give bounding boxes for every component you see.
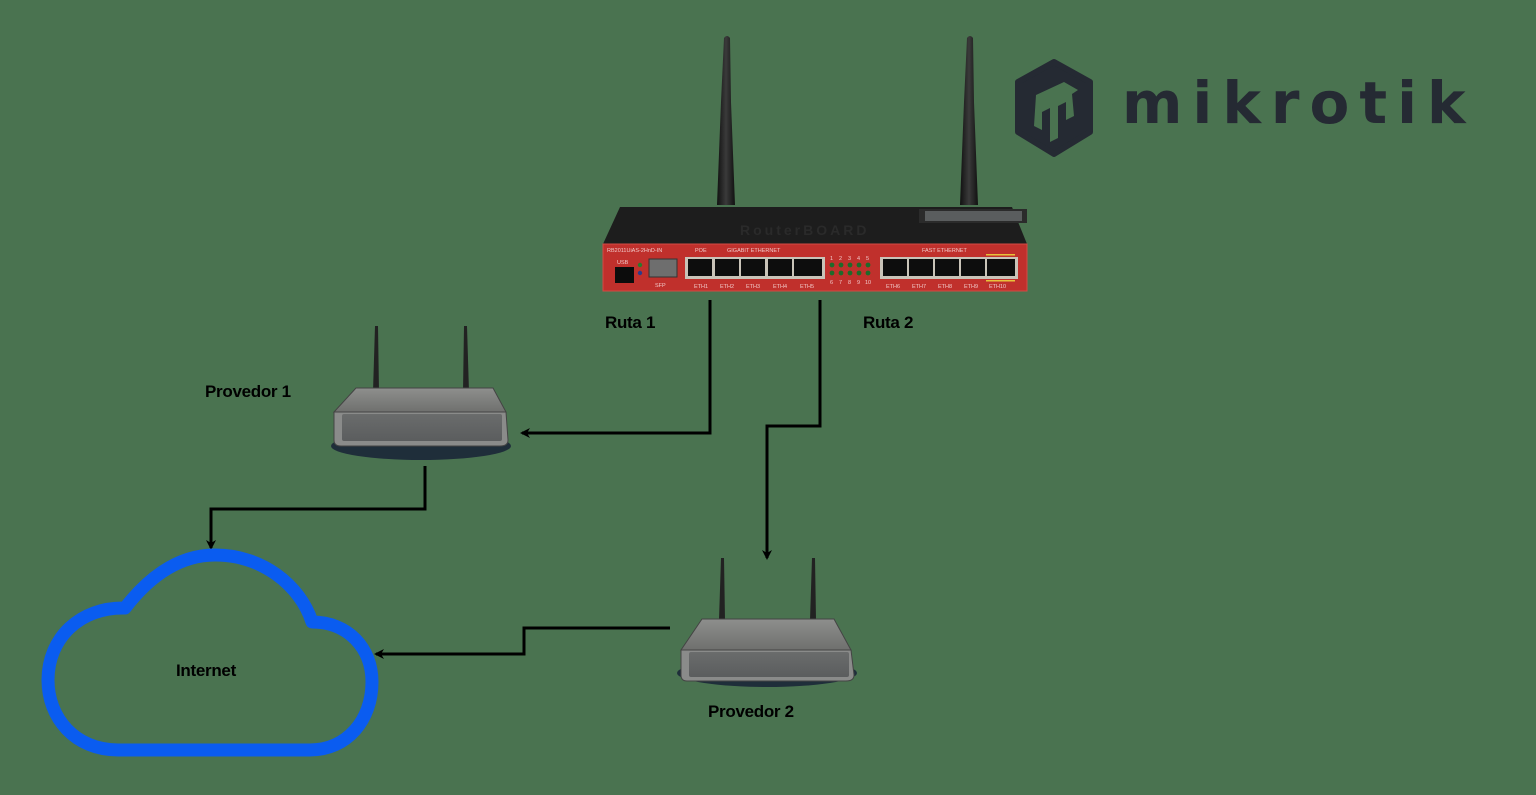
svg-text:FAST ETHERNET: FAST ETHERNET bbox=[922, 248, 967, 254]
svg-text:ETH2: ETH2 bbox=[720, 284, 734, 290]
routerboard-mark: RouterBOARD bbox=[740, 222, 869, 238]
svg-text:3: 3 bbox=[848, 256, 851, 262]
mikrotik-logo-text: mikrotik bbox=[1122, 69, 1476, 137]
svg-text:ETH6: ETH6 bbox=[886, 284, 900, 290]
mikrotik-cube-icon bbox=[1015, 59, 1093, 157]
svg-text:6: 6 bbox=[830, 280, 833, 286]
svg-text:USB: USB bbox=[617, 260, 629, 266]
route1-label: Ruta 1 bbox=[605, 313, 656, 332]
svg-text:ETH8: ETH8 bbox=[938, 284, 952, 290]
svg-text:4: 4 bbox=[857, 256, 860, 262]
antenna-right-icon bbox=[960, 36, 978, 205]
provider1-router-icon bbox=[331, 326, 511, 460]
provider2-router-icon bbox=[677, 558, 857, 687]
provider1-internet-link bbox=[206, 466, 427, 550]
internet-label: Internet bbox=[176, 661, 236, 680]
svg-text:ETH1: ETH1 bbox=[694, 284, 708, 290]
provider2-internet-link bbox=[374, 626, 670, 659]
svg-text:RB2011UiAS-2HnD-IN: RB2011UiAS-2HnD-IN bbox=[607, 248, 662, 254]
mikrotik-router: RouterBOARD RB2011UiAS-2HnD-IN POE GIGAB… bbox=[602, 36, 1028, 292]
sfp-port bbox=[648, 258, 678, 278]
svg-text:1: 1 bbox=[830, 256, 833, 262]
svg-text:8: 8 bbox=[848, 280, 851, 286]
svg-text:9: 9 bbox=[857, 280, 860, 286]
svg-text:GIGABIT ETHERNET: GIGABIT ETHERNET bbox=[727, 248, 781, 254]
svg-text:10: 10 bbox=[865, 280, 871, 286]
svg-text:ETH3: ETH3 bbox=[746, 284, 760, 290]
svg-text:5: 5 bbox=[866, 256, 869, 262]
route2-link bbox=[762, 300, 822, 560]
svg-text:ETH7: ETH7 bbox=[912, 284, 926, 290]
provider2-label: Provedor 2 bbox=[708, 702, 794, 721]
antenna-left-icon bbox=[717, 36, 735, 205]
provider1-label: Provedor 1 bbox=[205, 382, 291, 401]
fast-ethernet-ports bbox=[880, 254, 1018, 282]
svg-text:7: 7 bbox=[839, 280, 842, 286]
status-leds bbox=[829, 262, 871, 276]
svg-text:ETH9: ETH9 bbox=[964, 284, 978, 290]
internet-cloud-icon bbox=[41, 548, 379, 757]
route1-link bbox=[520, 300, 712, 438]
svg-text:SFP: SFP bbox=[655, 283, 666, 289]
route2-label: Ruta 2 bbox=[863, 313, 914, 332]
svg-text:POE: POE bbox=[695, 248, 707, 254]
svg-text:ETH4: ETH4 bbox=[773, 284, 787, 290]
svg-text:ETH10: ETH10 bbox=[989, 284, 1006, 290]
svg-text:2: 2 bbox=[839, 256, 842, 262]
gigabit-ports bbox=[685, 257, 825, 279]
usb-port bbox=[615, 267, 634, 283]
svg-text:ETH5: ETH5 bbox=[800, 284, 814, 290]
